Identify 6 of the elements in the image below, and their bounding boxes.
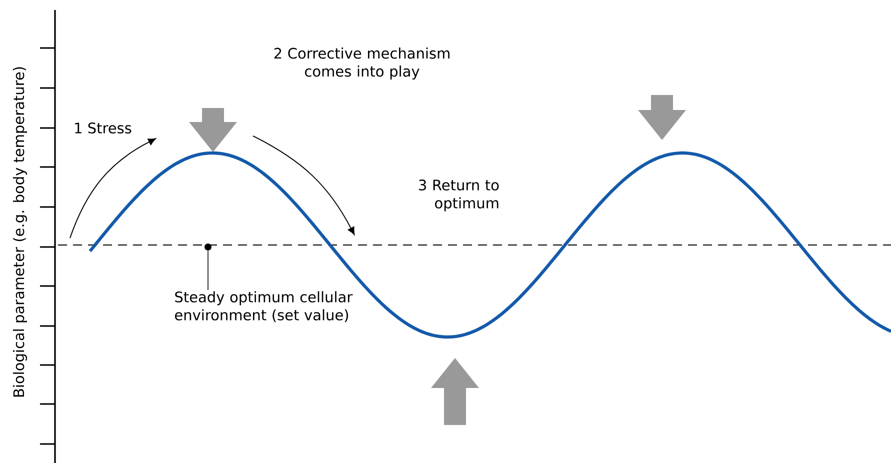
step-label: 3 Return to optimum bbox=[419, 180, 499, 212]
step-label: 1 Stress bbox=[75, 122, 132, 134]
annotation-text: Steady optimum cellular environment (set value) bbox=[175, 291, 353, 322]
axis-label: Biological parameter (e.g. body temperature) bbox=[12, 67, 27, 397]
set-point-dot bbox=[204, 244, 212, 250]
step-label: 2 Corrective mechanism comes into play bbox=[274, 48, 450, 80]
